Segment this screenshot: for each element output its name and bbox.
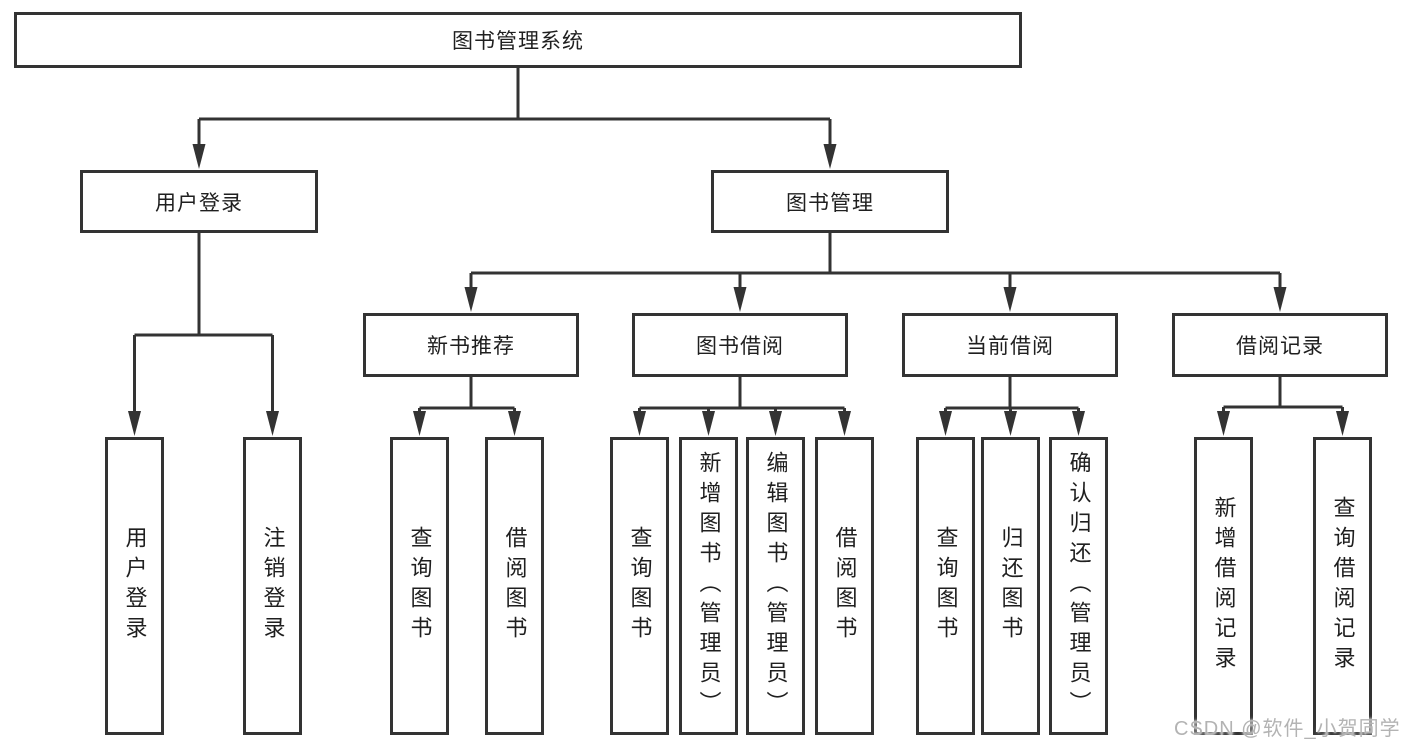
leaf-label: 借阅图书: [832, 526, 858, 646]
leaf-query-book-current: 查询图书: [916, 437, 975, 735]
arrow-icon: [266, 411, 279, 436]
leaf-user-login: 用户登录: [105, 437, 164, 735]
node-current-borrow: 当前借阅: [902, 313, 1118, 377]
leaf-label: 编辑图书（管理员）: [763, 451, 789, 721]
arrow-icon: [508, 411, 521, 436]
leaf-label: 确认归还（管理员）: [1066, 451, 1092, 721]
leaf-label: 新增借阅记录: [1211, 496, 1237, 676]
leaf-label: 归还图书: [998, 526, 1024, 646]
arrow-icon: [192, 144, 206, 169]
arrow-icon: [633, 411, 646, 436]
leaf-borrow-book: 借阅图书: [815, 437, 874, 735]
arrow-icon: [413, 411, 426, 436]
leaf-query-borrow-record: 查询借阅记录: [1313, 437, 1372, 735]
node-borrow-records: 借阅记录: [1172, 313, 1388, 377]
leaf-label: 借阅图书: [502, 526, 528, 646]
arrowheads: [128, 144, 1349, 436]
tree-edges: [133, 68, 1344, 414]
arrow-icon: [702, 411, 715, 436]
node-root: 图书管理系统: [14, 12, 1022, 68]
node-book-borrow: 图书借阅: [632, 313, 848, 377]
node-user-login: 用户登录: [80, 170, 318, 233]
node-new-book-recommend: 新书推荐: [363, 313, 579, 377]
leaf-label: 新增图书（管理员）: [696, 451, 722, 721]
leaf-add-borrow-record: 新增借阅记录: [1194, 437, 1253, 735]
leaf-label: 查询图书: [407, 526, 433, 646]
leaf-query-book-recommend: 查询图书: [390, 437, 449, 735]
arrow-icon: [1217, 411, 1230, 436]
leaf-borrow-book-recommend: 借阅图书: [485, 437, 544, 735]
leaf-label: 查询图书: [627, 526, 653, 646]
leaf-edit-book-admin: 编辑图书（管理员）: [746, 437, 805, 735]
leaf-label: 查询图书: [933, 526, 959, 646]
leaf-label: 查询借阅记录: [1330, 496, 1356, 676]
arrow-icon: [1336, 411, 1349, 436]
leaf-logout: 注销登录: [243, 437, 302, 735]
arrow-icon: [1003, 287, 1017, 312]
leaf-add-book-admin: 新增图书（管理员）: [679, 437, 738, 735]
csdn-watermark: CSDN @软件_小贺同学: [1174, 718, 1401, 740]
arrow-icon: [464, 287, 478, 312]
arrow-icon: [838, 411, 851, 436]
arrow-icon: [1273, 287, 1287, 312]
leaf-query-book-borrow: 查询图书: [610, 437, 669, 735]
arrow-icon: [733, 287, 747, 312]
leaf-return-book: 归还图书: [981, 437, 1040, 735]
arrow-icon: [1004, 411, 1017, 436]
arrow-icon: [1072, 411, 1085, 436]
arrow-icon: [128, 411, 141, 436]
leaf-label: 用户登录: [122, 526, 148, 646]
arrow-icon: [939, 411, 952, 436]
leaf-confirm-return-admin: 确认归还（管理员）: [1049, 437, 1108, 735]
node-book-mgmt: 图书管理: [711, 170, 949, 233]
arrow-icon: [769, 411, 782, 436]
arrow-icon: [823, 144, 837, 169]
leaf-label: 注销登录: [260, 526, 286, 646]
